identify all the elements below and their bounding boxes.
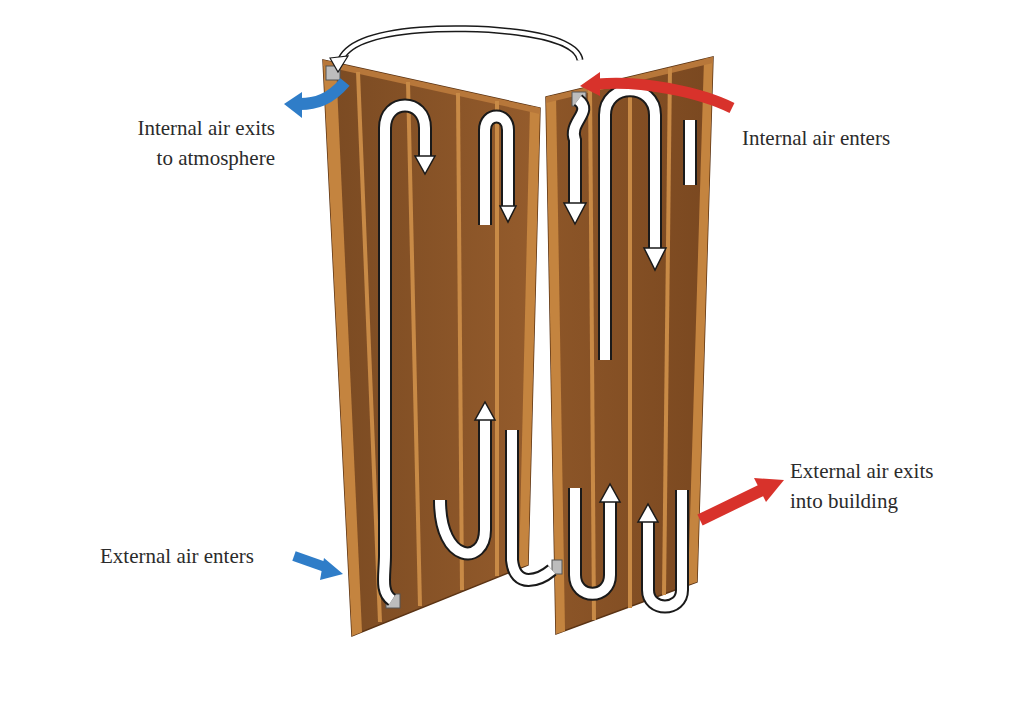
air-path <box>440 418 485 553</box>
arrowhead <box>644 248 666 270</box>
panel-rib <box>495 101 499 576</box>
arrowhead <box>754 478 784 502</box>
panel-board <box>546 57 713 634</box>
arrowhead <box>330 56 348 72</box>
air-path <box>605 90 655 360</box>
flow-arrow-red-exit <box>700 478 784 520</box>
arrowhead <box>415 156 435 174</box>
panel-rib <box>590 87 594 620</box>
right-panel <box>546 57 713 634</box>
flow-label: External air enters <box>100 541 290 571</box>
flow-arrow <box>700 490 762 520</box>
arrowhead <box>638 504 658 522</box>
flow-arrow-blue-exit <box>284 82 345 118</box>
air-path-fill <box>384 90 690 606</box>
transfer-arc <box>340 29 580 62</box>
flow-arrow-blue-enter <box>294 556 343 580</box>
air-path <box>685 120 695 185</box>
flow-label: Internal air exits to atmosphere <box>128 113 275 173</box>
panel-rib <box>358 72 380 622</box>
transfer-arc <box>340 29 580 62</box>
air-path-outline <box>384 90 690 606</box>
panel-frame <box>323 60 362 636</box>
air-path <box>512 430 552 580</box>
air-path <box>440 418 485 553</box>
flow-arrow <box>300 82 345 104</box>
arrowhead <box>320 558 343 580</box>
air-path <box>648 490 682 607</box>
air-path <box>605 90 655 360</box>
flow-label: External air exits into building <box>790 456 942 516</box>
air-path <box>384 106 425 601</box>
air-path-heads <box>415 156 666 522</box>
valve-fittings <box>326 66 586 608</box>
panel-frame <box>323 60 540 114</box>
air-path <box>574 100 584 205</box>
panel-rib <box>458 93 462 590</box>
arrowhead <box>475 402 495 420</box>
air-path <box>574 100 584 205</box>
arrowhead <box>600 484 620 502</box>
air-path <box>575 488 610 594</box>
air-path <box>648 490 682 607</box>
air-path <box>384 106 425 601</box>
panel-frame <box>546 95 565 634</box>
arrowhead <box>500 206 516 222</box>
air-path <box>575 488 610 594</box>
arrowhead <box>284 92 302 118</box>
panel-rib <box>664 68 670 595</box>
air-path <box>512 430 552 580</box>
air-path <box>683 120 697 185</box>
panel-frame <box>688 57 713 585</box>
flow-arrow-red-enter <box>580 72 732 108</box>
panel-frame <box>519 106 540 568</box>
arrowhead <box>564 203 586 224</box>
panel-rib <box>628 78 632 608</box>
arrowhead <box>580 72 600 96</box>
flow-arrow <box>598 83 732 108</box>
flow-label: Internal air enters <box>742 123 972 153</box>
